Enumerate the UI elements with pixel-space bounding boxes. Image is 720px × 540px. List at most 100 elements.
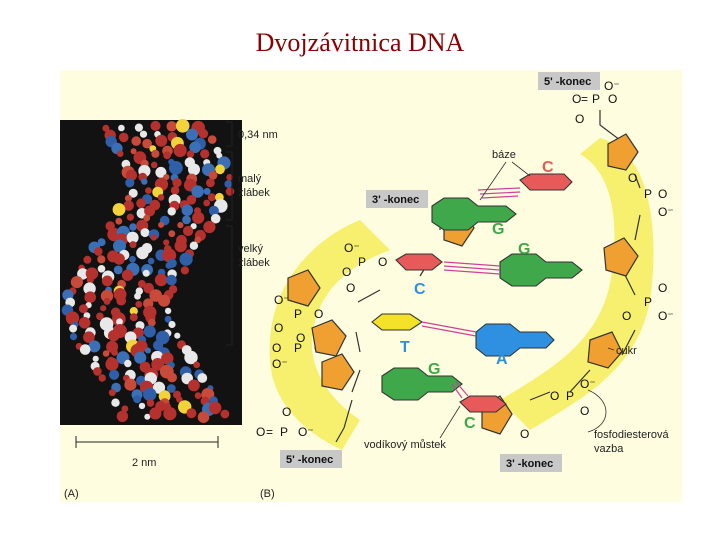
atom-sphere xyxy=(135,124,143,132)
atom-sphere xyxy=(215,164,225,174)
end-tag-3-left: 3' -konec xyxy=(366,190,428,208)
atom-sphere xyxy=(187,151,194,158)
base-letter-c-1: C xyxy=(542,159,554,176)
atom-sphere xyxy=(109,370,119,380)
atom-sphere xyxy=(158,295,170,307)
svg-text:O: O xyxy=(520,427,529,441)
atom-sphere xyxy=(104,298,111,305)
svg-text:O: O xyxy=(256,425,265,439)
atom-sphere xyxy=(127,214,134,221)
atom-sphere xyxy=(130,241,137,248)
atom-sphere xyxy=(171,186,180,195)
atom-sphere xyxy=(193,362,200,369)
atom-sphere xyxy=(93,367,102,376)
atom-sphere xyxy=(83,256,91,264)
svg-text:O: O xyxy=(572,92,581,106)
phosphodiester-label-1: fosfodiesterová xyxy=(594,429,669,441)
atom-sphere xyxy=(166,262,173,269)
svg-text:P: P xyxy=(566,389,574,403)
svg-text:O⁻: O⁻ xyxy=(298,425,314,439)
atom-sphere xyxy=(221,410,230,419)
svg-text:O: O xyxy=(346,281,355,295)
svg-text:3' -konec: 3' -konec xyxy=(506,458,553,470)
base-letter-c-3: C xyxy=(464,415,476,432)
atom-sphere xyxy=(174,333,180,339)
atom-sphere xyxy=(141,228,150,237)
svg-text:O⁻: O⁻ xyxy=(580,377,596,391)
atom-sphere xyxy=(147,399,155,407)
atom-sphere xyxy=(141,178,147,184)
atom-sphere xyxy=(199,129,209,139)
atom-sphere xyxy=(117,150,124,157)
svg-text:O: O xyxy=(628,171,637,185)
atom-sphere xyxy=(131,136,141,146)
atom-sphere xyxy=(180,253,193,266)
dna-figure: 0,34 nm malý žlábek velký žlábek 2 nm (A… xyxy=(60,70,682,502)
atom-sphere xyxy=(226,187,235,196)
atom-sphere xyxy=(206,179,215,188)
base-letter-g-1: G xyxy=(492,221,504,238)
atom-sphere xyxy=(129,256,136,263)
svg-text:O: O xyxy=(272,341,281,355)
atom-sphere xyxy=(166,275,177,286)
atom-sphere xyxy=(155,274,168,287)
atom-sphere xyxy=(122,270,133,281)
atom-sphere xyxy=(84,291,96,303)
atom-sphere xyxy=(94,247,103,256)
atom-sphere xyxy=(71,276,83,288)
atom-sphere xyxy=(111,399,119,407)
atom-sphere xyxy=(148,258,155,265)
atom-sphere xyxy=(200,149,209,158)
panel-b-label: (B) xyxy=(260,488,275,500)
atom-sphere xyxy=(116,296,126,306)
svg-text:=: = xyxy=(266,425,273,439)
svg-text:O: O xyxy=(274,321,283,335)
atom-sphere xyxy=(144,414,150,420)
base-letter-g-3: G xyxy=(428,361,440,378)
atom-sphere xyxy=(168,230,175,237)
scale-bar xyxy=(76,436,218,448)
atom-sphere xyxy=(114,266,123,275)
atom-sphere xyxy=(172,178,181,187)
atom-sphere xyxy=(208,193,216,201)
atom-sphere xyxy=(186,129,198,141)
atom-sphere xyxy=(195,392,202,399)
svg-text:P: P xyxy=(358,255,366,269)
end-tag-5-top: 5' -konec xyxy=(538,72,600,90)
atom-sphere xyxy=(118,125,125,132)
atom-sphere xyxy=(143,388,156,401)
atom-sphere xyxy=(151,162,158,169)
atom-sphere xyxy=(102,276,113,287)
svg-text:O: O xyxy=(342,265,351,279)
svg-text:O⁻: O⁻ xyxy=(272,357,288,371)
atom-sphere xyxy=(151,121,161,131)
atom-sphere xyxy=(167,121,177,131)
space-filling-model xyxy=(60,119,242,425)
atom-sphere xyxy=(188,164,200,176)
atom-sphere xyxy=(224,180,232,188)
svg-text:P: P xyxy=(280,425,288,439)
svg-text:O⁻: O⁻ xyxy=(344,241,360,255)
figure-panel: 0,34 nm malý žlábek velký žlábek 2 nm (A… xyxy=(60,70,682,502)
atom-sphere xyxy=(124,360,131,367)
atom-sphere xyxy=(97,255,105,263)
svg-text:P: P xyxy=(644,187,652,201)
atom-sphere xyxy=(168,321,175,328)
atom-sphere xyxy=(190,242,198,250)
atom-sphere xyxy=(158,194,165,201)
atom-sphere xyxy=(100,305,106,311)
atom-sphere xyxy=(175,240,187,252)
atom-sphere xyxy=(155,135,167,147)
atom-sphere xyxy=(93,356,99,362)
svg-text:3' -konec: 3' -konec xyxy=(372,194,419,206)
svg-text:O: O xyxy=(575,112,584,126)
atom-sphere xyxy=(80,344,91,355)
atom-sphere xyxy=(165,308,171,314)
svg-text:O: O xyxy=(550,389,559,403)
atom-sphere xyxy=(149,407,161,419)
atom-sphere xyxy=(109,389,116,396)
bases-label: báze xyxy=(492,149,516,161)
major-groove-label-2: žlábek xyxy=(238,257,270,269)
atom-sphere xyxy=(168,207,176,215)
svg-text:P: P xyxy=(644,295,652,309)
